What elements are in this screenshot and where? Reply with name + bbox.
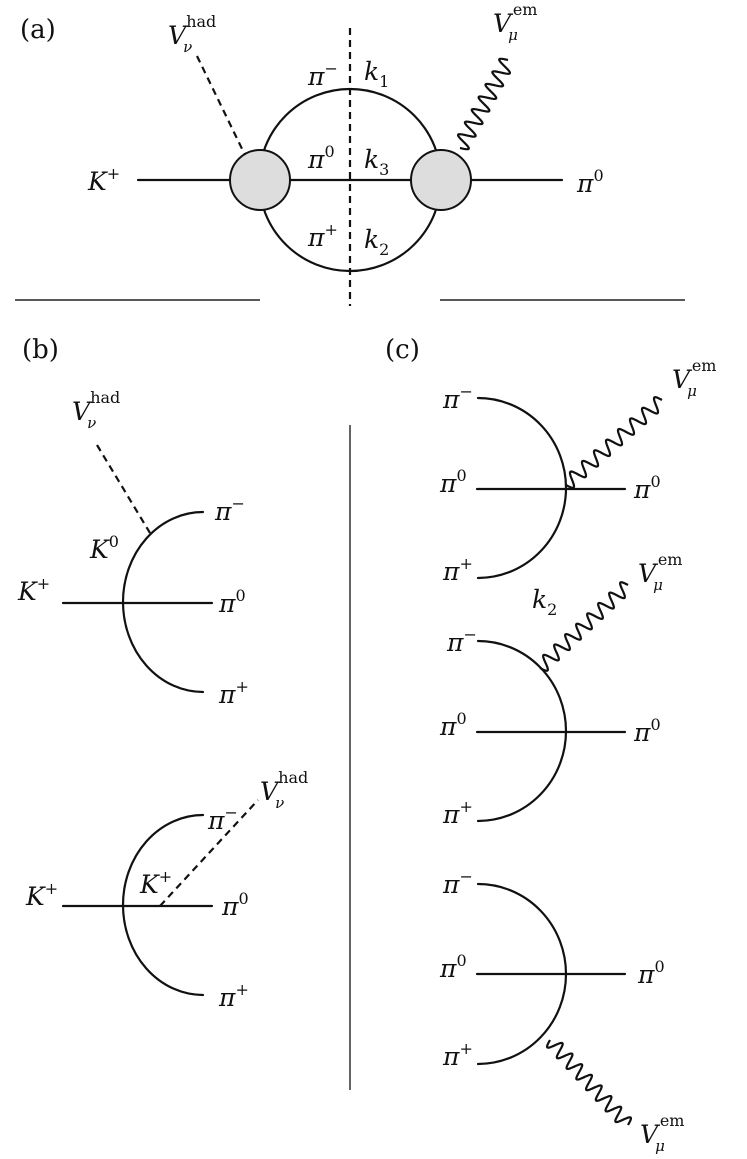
label-pi-zero-c2: π0 — [439, 709, 467, 741]
label-k3: k3 — [364, 145, 389, 179]
diagram-b-top: Vνhad K0 K+ π− π0 π+ — [17, 388, 249, 709]
em-photon-c1 — [565, 396, 663, 489]
label-pi-minus-c1: π− — [442, 382, 473, 414]
panel-b: (b) Vνhad K0 K+ π− π0 π+ — [17, 335, 308, 1012]
label-pi-zero-out-c2: π0 — [633, 715, 661, 747]
label-pi-plus-c2: π+ — [442, 797, 473, 829]
diagram-c3: Vμem π− π0 π+ π0 — [439, 867, 684, 1155]
label-V-had-b1: Vνhad — [72, 388, 120, 432]
label-pi-minus-c3: π− — [442, 867, 473, 899]
label-pi-zero-out-a: π0 — [576, 166, 604, 198]
label-pi-minus-c2: π− — [446, 625, 477, 657]
label-K-plus-a: K+ — [87, 164, 120, 196]
panel-c: (c) Vμem π− π0 π+ π0 — [385, 335, 716, 1155]
label-V-em-c3: Vμem — [640, 1111, 684, 1155]
label-V-em: Vμem — [493, 0, 537, 44]
em-vertex-blob — [410, 149, 472, 211]
label-pi-plus-a: π+ — [307, 220, 338, 252]
label-V-had-b2: Vνhad — [260, 768, 308, 812]
label-pi-zero-c3: π0 — [439, 951, 467, 983]
label-pi-minus-b1: π− — [214, 494, 245, 526]
diagram-c2: Vμem k2 π− π0 π+ π0 — [439, 550, 682, 829]
label-K-plus-mid-b2: K+ — [139, 867, 172, 899]
label-pi-zero-a: π0 — [307, 142, 335, 174]
label-pi-zero-out-c1: π0 — [633, 472, 661, 504]
weak-vertex-blob — [229, 149, 291, 211]
label-pi-zero-out-c3: π0 — [637, 957, 665, 989]
label-pi-zero-b2: π0 — [221, 889, 249, 921]
label-k2-c2: k2 — [532, 585, 557, 619]
label-V-had: Vνhad — [168, 12, 216, 56]
label-pi-plus-b2: π+ — [218, 980, 249, 1012]
label-V-em-c2: Vμem — [638, 550, 682, 594]
label-k1: k1 — [364, 57, 389, 91]
label-pi-zero-b1: π0 — [218, 586, 246, 618]
panel-c-tag: (c) — [385, 335, 420, 365]
em-photon-c3 — [545, 1039, 633, 1126]
label-pi-minus-a: π− — [307, 59, 338, 91]
label-K-plus-b1: K+ — [17, 574, 50, 606]
label-K-plus-in-b2: K+ — [25, 879, 58, 911]
label-V-em-c1: Vμem — [672, 356, 716, 400]
panel-b-tag: (b) — [22, 335, 59, 365]
label-pi-zero-c1: π0 — [439, 466, 467, 498]
label-pi-plus-c1: π+ — [442, 554, 473, 586]
panel-a-tag: (a) — [20, 15, 56, 45]
panel-a: (a) Vνhad Vμem K+ π− π0 π+ k1 — [20, 0, 604, 306]
em-photon-c2 — [539, 581, 629, 672]
label-k2: k2 — [364, 225, 389, 259]
diagram-c1: Vμem π− π0 π+ π0 — [439, 356, 716, 586]
hadronic-current-line — [196, 55, 246, 156]
hadronic-current-b1 — [96, 444, 151, 534]
label-K0-b1: K0 — [89, 532, 119, 564]
em-photon-line — [456, 57, 512, 151]
label-pi-plus-c3: π+ — [442, 1039, 473, 1071]
label-pi-plus-b1: π+ — [218, 677, 249, 709]
hadronic-current-b2 — [159, 799, 259, 907]
label-pi-minus-b2: π− — [207, 803, 238, 835]
diagram-b-bottom: Vνhad K+ K+ π− π0 π+ — [25, 768, 308, 1012]
